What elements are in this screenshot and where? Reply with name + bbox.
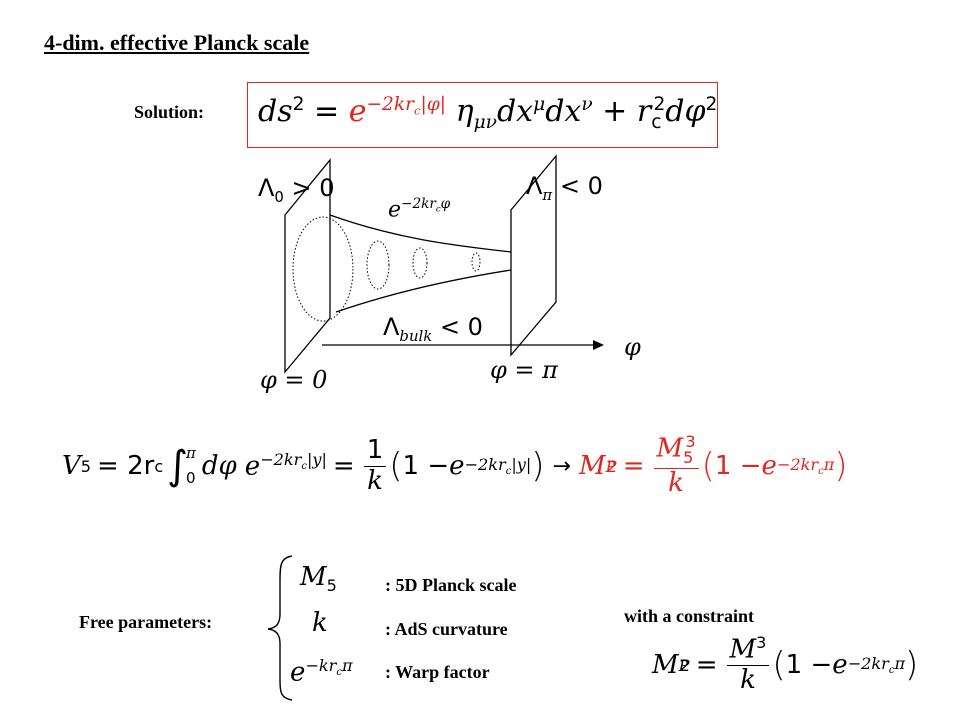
- page-title: 4-dim. effective Planck scale: [44, 30, 310, 55]
- param-desc-curvature: : AdS curvature: [385, 619, 508, 639]
- phipi-label: φ = π: [490, 356, 558, 384]
- solution-label: Solution:: [134, 102, 205, 122]
- constraint-label: with a constraint: [624, 606, 754, 626]
- warp-curve-lower: [335, 269, 512, 313]
- lambdapi-label: Λπ < 0: [526, 172, 603, 204]
- free-parameters-label: Free parameters:: [79, 612, 213, 632]
- warp-curve-upper: [329, 214, 512, 253]
- param-desc-warp: : Warp factor: [385, 662, 490, 682]
- lambdabulk-label: Λbulk < 0: [383, 313, 483, 345]
- warp-factor-label: e−2krcφ: [388, 196, 451, 223]
- phi-axis-arrowhead: [593, 340, 604, 350]
- brane-right: [510, 154, 557, 357]
- phi0-label: φ = 0: [260, 366, 328, 394]
- left-brace: [267, 555, 293, 701]
- cross-section-2: [366, 240, 390, 290]
- phi-axis-label: φ: [624, 333, 641, 361]
- param-desc-planck: : 5D Planck scale: [385, 575, 517, 595]
- brane-left: [284, 158, 331, 374]
- lambda0-label: Λ0 > 0: [258, 174, 335, 206]
- cross-section-4: [471, 252, 481, 272]
- param-symbol-m5: M5: [300, 562, 337, 596]
- param-symbol-warp: e−krcπ: [290, 656, 353, 688]
- metric-box: [247, 82, 718, 148]
- cross-section-3: [412, 247, 428, 279]
- param-symbol-k: k: [312, 608, 328, 638]
- cross-section-1: [292, 216, 354, 322]
- metric-equation: ds2 = e−2krc|φ| ημνdxμdxν + rc2dφ2: [258, 94, 718, 133]
